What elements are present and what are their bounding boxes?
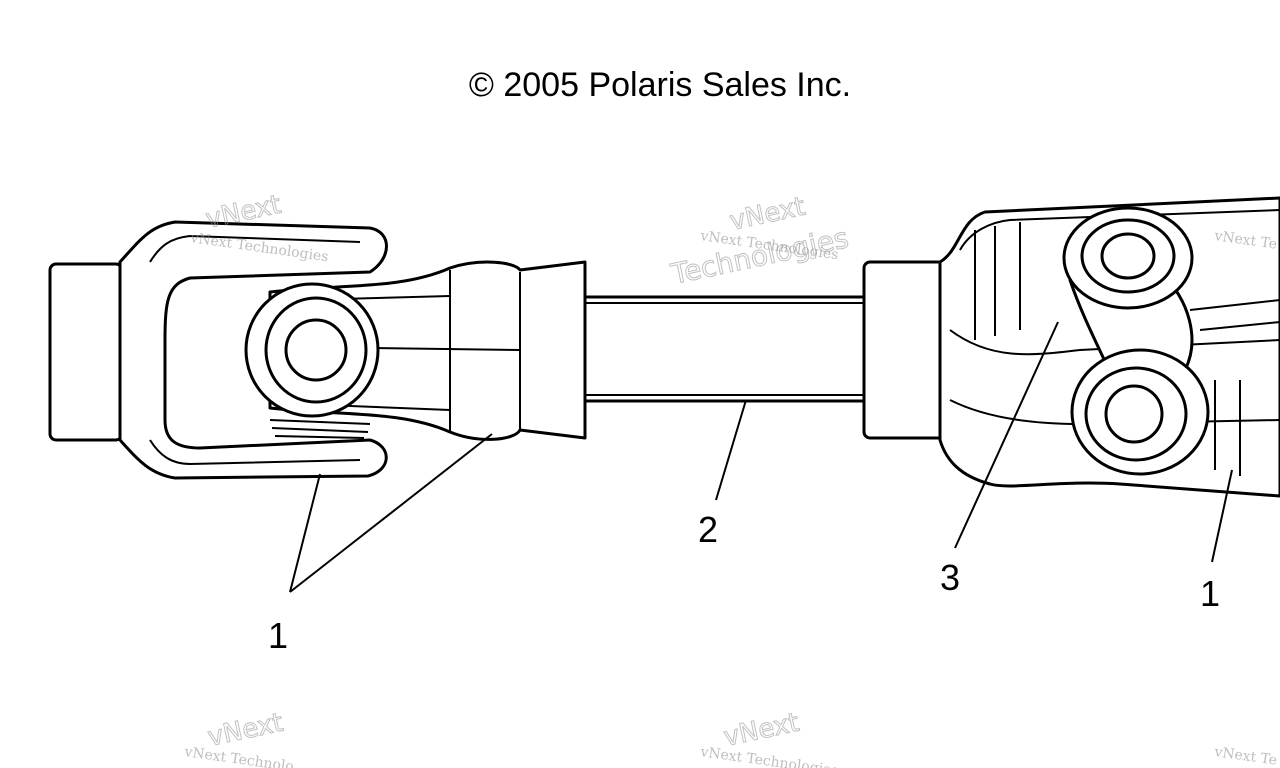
prop-shaft	[578, 295, 872, 403]
right-u-joint	[862, 196, 1280, 498]
watermark-tech-4: vNext Technologies	[698, 744, 839, 768]
watermark-vnext-2: vNext	[727, 192, 808, 237]
callout-right-yoke: 1	[1200, 573, 1220, 614]
watermark-vnext-4: vNext	[721, 708, 802, 753]
callout-left-yoke: 1	[268, 615, 288, 656]
leader-lines	[289, 321, 1233, 593]
callout-shaft: 2	[698, 509, 718, 550]
watermark-tech-6: vNext Te	[1212, 744, 1278, 768]
callout-cross-bearing: 3	[940, 557, 960, 598]
watermark-vnext-3: vNext	[205, 708, 286, 753]
watermark-technologies-2: Technologies	[668, 221, 852, 291]
watermark-tech-3: vNext Technolo	[182, 744, 294, 768]
copyright-text: © 2005 Polaris Sales Inc.	[469, 66, 851, 104]
left-u-joint	[48, 220, 587, 480]
